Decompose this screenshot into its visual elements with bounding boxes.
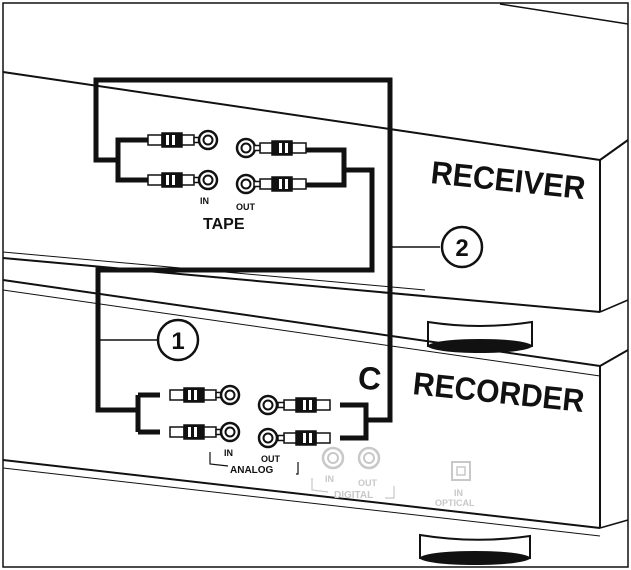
- recorder-name-rest: RECORDER: [411, 365, 586, 419]
- analog-in-jack-bottom: [219, 421, 241, 443]
- cable-2: [93, 77, 393, 441]
- digital-out-label: OUT: [358, 478, 378, 488]
- analog-out-jack-bottom: [257, 427, 279, 449]
- digital-in-label: IN: [325, 474, 334, 484]
- plug-icon: [147, 132, 201, 148]
- analog-out-jack-top: [257, 394, 279, 416]
- callout-1-number: 1: [171, 328, 184, 355]
- tape-in-jack-bottom: [197, 169, 219, 191]
- digital-in-jack: [321, 446, 345, 470]
- tape-in-label: IN: [200, 196, 209, 206]
- plug-icon: [169, 387, 223, 403]
- recorder-foot: [419, 533, 531, 565]
- receiver-tape-jacks: [147, 129, 307, 195]
- plug-icon: [253, 176, 307, 192]
- analog-bracket: [209, 452, 299, 475]
- analog-in-jack-top: [219, 384, 241, 406]
- optical-label: OPTICAL: [435, 498, 475, 508]
- analog-out-label: OUT: [261, 454, 281, 464]
- callout-2-number: 2: [455, 235, 468, 262]
- analog-label: ANALOG: [230, 465, 274, 476]
- plug-icon: [169, 424, 223, 440]
- digital-jacks: [321, 446, 471, 481]
- plug-icon: [253, 140, 307, 156]
- tape-out-jack-bottom: [235, 173, 257, 195]
- cd-recorder-unit: [2, 279, 629, 537]
- tape-in-jack-top: [197, 129, 219, 151]
- digital-out-jack: [357, 446, 381, 470]
- plug-icon: [147, 172, 201, 188]
- plug-icon: [277, 397, 331, 413]
- analog-in-label: IN: [224, 448, 233, 458]
- receiver-foot: [427, 320, 533, 353]
- optical-in-label: IN: [454, 488, 463, 498]
- callout-2: 2: [440, 225, 484, 269]
- digital-label: DIGITAL: [334, 490, 373, 501]
- tape-out-jack-top: [235, 137, 257, 159]
- tape-label: TAPE: [203, 216, 245, 233]
- callout-1: 1: [156, 318, 200, 362]
- plug-icon: [277, 430, 331, 446]
- recorder-name-c: C: [356, 359, 383, 397]
- receiver-name: RECEIVER: [429, 154, 587, 206]
- digital-bracket: [311, 478, 395, 499]
- tape-out-label: OUT: [236, 202, 256, 212]
- receiver-unit: [2, 3, 629, 313]
- recorder-analog-jacks: [169, 384, 331, 449]
